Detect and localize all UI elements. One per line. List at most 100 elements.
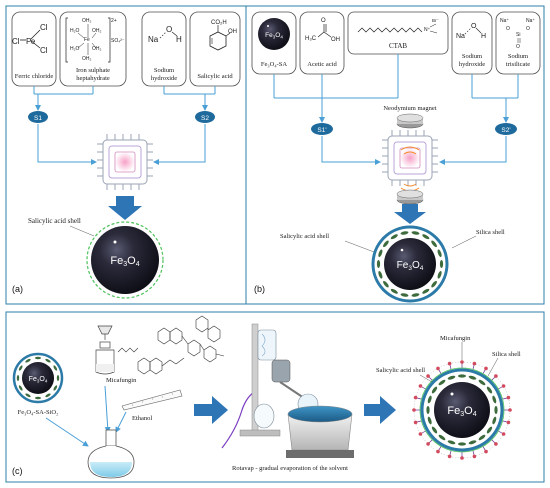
step-label: S2 <box>201 115 209 122</box>
salicylic-shell-ring <box>86 221 164 299</box>
step-badge-s2-prime <box>495 123 517 135</box>
panel-c-connectors <box>45 385 127 447</box>
micafungin-molecule <box>508 408 512 412</box>
reagent-label: Acetic acid <box>307 61 337 68</box>
salicylic-molecule <box>431 426 438 434</box>
water-ligand: OH₂ <box>82 18 92 24</box>
salicylic-molecule <box>426 406 430 414</box>
na-atom: Na <box>148 35 159 44</box>
salicylic-acid-ellipses <box>376 231 444 297</box>
shell-label: Silica shell <box>492 351 521 358</box>
micafungin-molecule <box>412 408 416 412</box>
salicylic-molecule <box>447 440 456 445</box>
salicylic-molecule <box>45 358 51 363</box>
micafungin-molecule <box>426 442 430 446</box>
iron-sulphate-structure: 2+ SO₄²⁻ OH₂ OH₂ H₂O Fe H₂O OH₂ OH₂ <box>65 17 125 63</box>
particle-core-label: Fe3O4 <box>29 376 48 384</box>
panel-c-frame <box>5 311 545 483</box>
micafungin-molecule <box>447 454 452 459</box>
reagent-label: heptahydrate <box>76 75 110 82</box>
panel-b: Fe3O4 Fe₃O₄-SA H₃C O OH Acetic acid N⁺ B… <box>251 11 541 303</box>
salicylic-molecule <box>25 358 31 363</box>
panel-c: Fe3O4 Fe₃O₄-SA-SiO₂ Micafungin <box>12 315 521 479</box>
micafungin-molecule <box>484 449 488 454</box>
panel-b-frame <box>245 5 545 305</box>
h-atom: H <box>481 33 486 40</box>
salicylic-molecule <box>400 293 409 297</box>
salicylic-molecule <box>390 234 398 240</box>
salicylic-shell-ring <box>419 367 505 453</box>
salicylic-molecule <box>431 280 437 288</box>
micafungin-molecule <box>494 374 498 378</box>
fecl3-cl-atom: Cl <box>40 23 48 32</box>
carbonyl-o: O <box>321 18 326 24</box>
reagent-label: hydroxide <box>151 75 177 82</box>
o-atom: O <box>166 25 172 34</box>
panel-label-b: (b) <box>254 284 265 294</box>
micafungin-molecule <box>436 366 440 371</box>
salicylic-molecule <box>422 288 430 294</box>
micafungin-molecule <box>501 384 506 388</box>
panel-label-a: (a) <box>12 284 23 294</box>
step-badge-s1 <box>28 111 48 123</box>
salicylic-molecule <box>468 440 477 445</box>
salicylic-molecule <box>458 442 466 446</box>
salicylic-molecule <box>383 240 389 248</box>
down-arrow-icon <box>394 204 426 224</box>
salicylic-molecule <box>35 356 41 360</box>
particle-core <box>22 362 54 394</box>
fe3o4-sa-particle <box>258 18 290 50</box>
fecl3-cl-atom: Cl <box>12 37 20 46</box>
right-arrow-icon <box>194 396 228 424</box>
salicylic-molecule <box>431 240 437 248</box>
salicylic-molecule <box>18 365 23 371</box>
salicylic-molecule <box>438 379 446 386</box>
salicylic-molecule <box>492 395 497 404</box>
na-atom: Na <box>456 33 465 40</box>
salicylic-molecule <box>439 260 444 268</box>
salicylic-molecule <box>486 426 493 434</box>
carboxyl-group: CO₂H <box>211 20 227 26</box>
acetic-acid-structure: H₃C O OH <box>305 18 340 43</box>
sodium-hydroxide-structure: Na O H <box>148 25 182 44</box>
micafungin-molecule <box>413 420 418 425</box>
hydroxyl-group: OH <box>331 37 340 43</box>
salicylic-molecule <box>390 288 398 294</box>
panel-a: Cl Fe Cl Cl Ferric chloride 2+ SO₄²⁻ OH₂… <box>11 11 241 299</box>
salicylic-molecule <box>53 365 58 371</box>
water-ligand: H₂O <box>70 28 80 34</box>
reagent-label: Ferric chloride <box>15 73 54 80</box>
magnet-top-icon <box>396 113 424 129</box>
step-label: S2' <box>501 127 510 134</box>
fe3o4-core <box>91 226 159 294</box>
o-atom: O <box>526 26 530 32</box>
salicylic-molecule <box>18 385 23 391</box>
salicylic-molecule <box>411 293 420 297</box>
salicylic-molecule <box>431 386 438 394</box>
salicylic-molecule <box>16 375 20 381</box>
step-badge-s1-prime <box>311 123 333 135</box>
salicylic-acid-ellipses <box>426 374 498 446</box>
salicylic-molecule <box>437 249 442 257</box>
salicylic-molecule <box>447 375 456 380</box>
salicylic-molecule <box>45 393 51 398</box>
salicylic-molecule <box>56 375 60 381</box>
salicylic-molecule <box>378 249 383 257</box>
shell-label: Salicylic acid shell <box>376 367 425 374</box>
salicylic-molecule <box>376 260 381 268</box>
ferric-chloride-structure: Cl Fe Cl Cl <box>12 23 48 55</box>
core-label: Fe3O4 <box>397 260 424 272</box>
particle-label: Fe₃O₄-SA-SiO₂ <box>18 409 59 416</box>
fecl3-fe-atom: Fe <box>26 37 36 46</box>
micafungin-molecule <box>484 366 488 371</box>
ctab-structure: N⁺ Br⁻ <box>357 18 440 34</box>
reagent-label: Sodium <box>154 67 174 74</box>
micafungin-molecule <box>418 432 423 436</box>
panel-label-c: (c) <box>12 466 23 476</box>
rotavap-label: Rotavap - gradual evaporation of the sol… <box>232 465 348 472</box>
water-ligand: H₂O <box>70 46 80 52</box>
micafungin-molecule <box>460 456 464 460</box>
sodium-trisilicate-structure: Na⁺ Na⁺ Si O O O <box>500 18 535 50</box>
h-atom: H <box>176 35 182 44</box>
drug-label: Micafungin <box>106 377 137 384</box>
